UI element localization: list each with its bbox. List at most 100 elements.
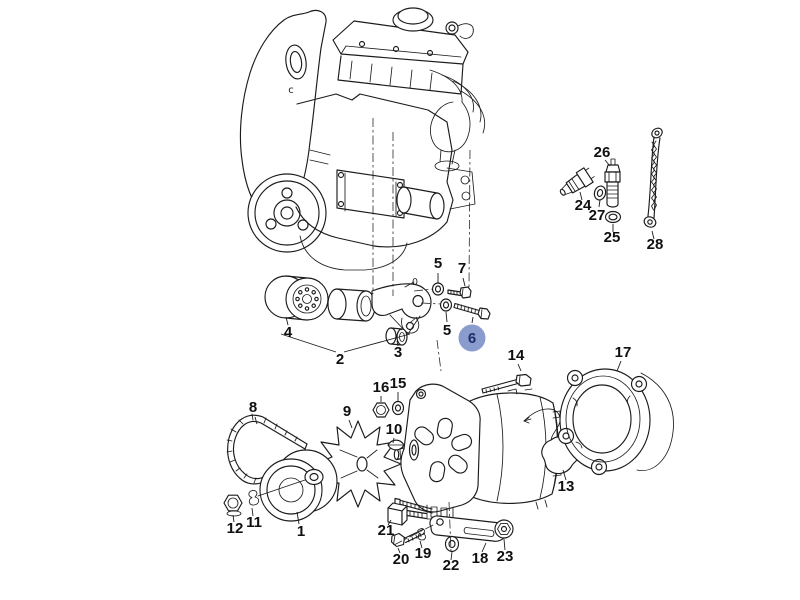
leader-line <box>481 542 487 553</box>
leader-line <box>579 191 583 201</box>
callout-5[interactable]: 5 <box>434 255 442 283</box>
callout-10[interactable]: 10 <box>386 421 403 444</box>
square-nut-21 <box>387 502 427 526</box>
intake-manifold <box>429 69 486 172</box>
bolt-14 <box>481 373 532 394</box>
bracket-group <box>264 275 491 346</box>
callout-23[interactable]: 23 <box>497 538 514 565</box>
leader-line <box>397 547 401 554</box>
callout-label: 17 <box>615 344 632 361</box>
flange-nut-23 <box>494 519 514 539</box>
tensioner-roller <box>264 275 329 321</box>
woodruff-key <box>387 439 405 451</box>
callout-7[interactable]: 7 <box>458 260 466 287</box>
callout-19[interactable]: 19 <box>415 540 432 562</box>
callout-21[interactable]: 21 <box>378 519 395 539</box>
callout-8[interactable]: 8 <box>249 399 258 425</box>
callout-label: 7 <box>458 260 466 277</box>
sender-26 <box>604 158 621 208</box>
engine-crank-pulley <box>247 173 327 253</box>
callout-9[interactable]: 9 <box>343 403 353 429</box>
leader-line <box>251 507 254 517</box>
leader-line <box>445 311 448 323</box>
ground-strap <box>643 127 663 228</box>
leader-line <box>450 551 453 561</box>
callout-14[interactable]: 14 <box>508 347 525 372</box>
callout-label: 13 <box>558 478 575 495</box>
callout-6-highlighted[interactable]: 6 <box>458 316 486 352</box>
callout-20[interactable]: 20 <box>393 547 410 568</box>
callout-17[interactable]: 17 <box>615 344 632 372</box>
callout-16[interactable]: 16 <box>373 379 390 402</box>
alternator-front-housing <box>400 383 481 513</box>
highlight-circle <box>458 324 486 352</box>
callout-label: 23 <box>497 548 514 565</box>
leader-line <box>232 514 235 523</box>
pulley <box>259 449 338 522</box>
leader-line <box>503 538 506 551</box>
seal-ring-25 <box>604 210 622 224</box>
callout-label: 4 <box>284 324 293 341</box>
callout-25[interactable]: 25 <box>604 224 621 246</box>
mounting-flange <box>557 368 674 476</box>
vent-slots <box>414 417 473 483</box>
clip-11 <box>248 479 306 506</box>
callout-label: 15 <box>390 375 407 392</box>
callout-13[interactable]: 13 <box>558 469 575 495</box>
callout-label: 3 <box>394 344 402 361</box>
callout-label: 9 <box>343 403 351 420</box>
callout-5[interactable]: 5 <box>443 311 451 339</box>
callout-24[interactable]: 24 <box>575 191 592 214</box>
callout-label: 1 <box>297 523 305 540</box>
callout-4[interactable]: 4 <box>284 316 293 341</box>
callout-11[interactable]: 11 <box>246 507 262 531</box>
alternator-group <box>223 368 674 553</box>
leader-line <box>616 360 622 372</box>
leader-line <box>254 416 258 425</box>
leader-line <box>562 469 567 481</box>
callout-22[interactable]: 22 <box>443 551 460 574</box>
leader-line <box>285 316 289 326</box>
washer-22 <box>444 535 460 553</box>
engine-assembly: c <box>239 7 486 271</box>
leader-line <box>471 316 474 324</box>
temperature-sender <box>559 167 595 196</box>
callout-label: 26 <box>594 144 611 161</box>
leader-line <box>651 230 655 240</box>
callout-label: 18 <box>472 550 489 567</box>
callout-1[interactable]: 1 <box>296 511 305 540</box>
leader-line <box>280 333 337 353</box>
leader-line <box>392 437 395 444</box>
leader-line <box>396 340 399 347</box>
callout-label: 14 <box>508 347 525 364</box>
leader-line <box>387 519 392 526</box>
leader-line <box>296 511 300 525</box>
callout-26[interactable]: 26 <box>594 144 611 167</box>
spacer-sleeve <box>327 288 376 322</box>
callout-label: 22 <box>443 557 460 574</box>
washer-5a <box>431 282 445 296</box>
callout-18[interactable]: 18 <box>472 542 489 567</box>
callout-3[interactable]: 3 <box>394 340 402 361</box>
callout-label: 24 <box>575 197 592 214</box>
callout-15[interactable]: 15 <box>390 375 407 401</box>
callout-label: 25 <box>604 229 621 246</box>
callout-label: 10 <box>386 421 403 438</box>
callout-28[interactable]: 28 <box>647 230 664 253</box>
callout-2[interactable]: 2 <box>280 333 411 368</box>
mounting-bracket <box>371 283 432 319</box>
engine-block <box>295 93 454 248</box>
callout-12[interactable]: 12 <box>227 514 244 537</box>
nut-16 <box>372 402 390 418</box>
cover-mark: c <box>288 85 294 96</box>
callout-label: 21 <box>378 522 395 539</box>
callout-label: 5 <box>443 322 451 339</box>
callout-label: 8 <box>249 399 257 416</box>
leader-line <box>604 159 611 167</box>
callout-label: 19 <box>415 545 432 562</box>
seal-ring-27 <box>593 185 607 201</box>
callout-27[interactable]: 27 <box>589 199 606 224</box>
